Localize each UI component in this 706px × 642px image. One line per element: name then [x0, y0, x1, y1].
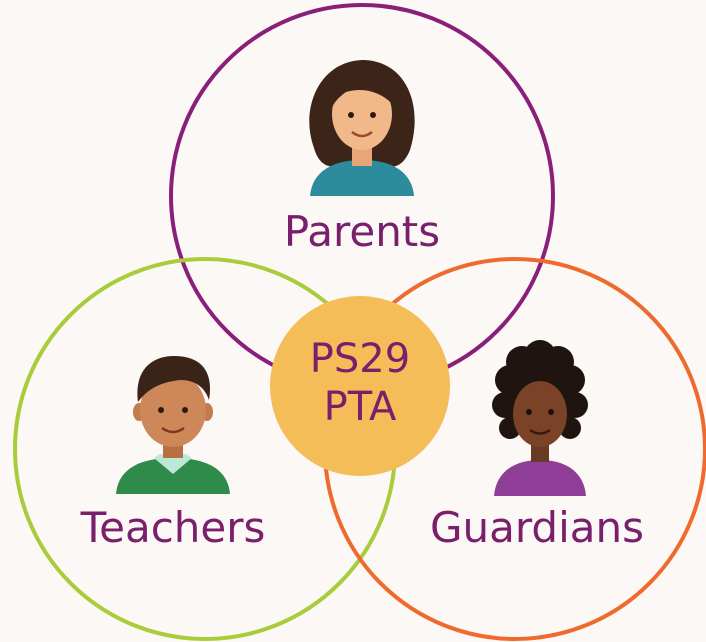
man-avatar-icon [116, 356, 230, 494]
center-circle [270, 296, 450, 476]
teachers-label: Teachers [80, 503, 266, 552]
guardians-label: Guardians [430, 503, 644, 552]
parents-label: Parents [284, 207, 440, 256]
woman-avatar-icon [309, 60, 415, 196]
center-line-1: PS29 [310, 336, 410, 382]
center-line-2: PTA [324, 384, 397, 430]
woman-curly-hair-avatar-icon [492, 340, 588, 496]
